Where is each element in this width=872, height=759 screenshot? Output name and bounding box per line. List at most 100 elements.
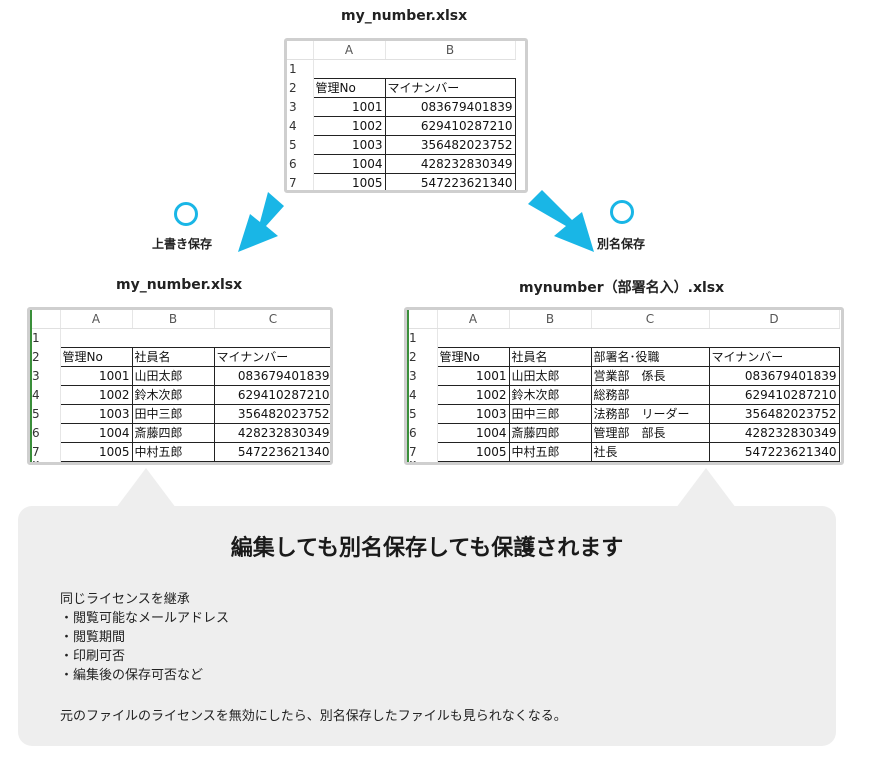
sheet-cell[interactable]: 中村五郎 [508,441,592,462]
header-cell[interactable]: 社員名 [131,346,215,367]
sheet-cell[interactable]: 083679401839 [708,365,840,386]
row-header[interactable]: 3 [407,366,438,385]
row-header[interactable]: 5 [407,404,438,423]
sheet-cell[interactable]: 1001 [312,96,386,117]
sheet-cell[interactable]: 1003 [436,403,510,424]
row-header[interactable]: 3 [30,366,61,385]
sheet-cell[interactable]: 佐藤六郎 [131,460,215,462]
sheet-cell[interactable]: 1006 [313,192,385,193]
sheet-cell[interactable]: 428232830349 [384,153,516,174]
sheet-cell[interactable]: 田中三郎 [508,403,592,424]
sheet-cell[interactable] [591,329,709,348]
row-header[interactable]: 1 [287,59,314,78]
sheet-cell[interactable]: 356482023752 [384,134,516,155]
header-cell[interactable]: 管理No [59,346,133,367]
sheet-cell[interactable]: 637096093187 [213,460,330,462]
column-header[interactable]: C [591,310,710,329]
header-cell[interactable]: マイナンバー [213,346,330,367]
sheet-cell[interactable]: 428232830349 [708,422,840,443]
sheet-cell[interactable]: 1004 [312,153,386,174]
sheet-cell[interactable]: 1003 [59,403,133,424]
sheet-cell[interactable]: 山田太郎 [508,365,592,386]
row-header[interactable]: 6 [287,154,314,173]
header-cell[interactable]: 部署名･役職 [590,346,710,367]
row-header[interactable]: 5 [287,135,314,154]
row-header[interactable]: 4 [30,385,61,404]
sheet-cell[interactable]: 547223621340 [708,441,840,462]
column-header[interactable]: D [709,310,840,329]
sheet-cell[interactable]: 1004 [59,422,133,443]
header-cell[interactable]: 管理No [312,77,386,98]
sheet-cell[interactable]: 356482023752 [708,403,840,424]
column-header[interactable]: C [214,310,330,329]
sheet-cell[interactable]: 経理部 [590,460,710,462]
row-header[interactable]: 5 [30,404,61,423]
sheet-cell[interactable]: 428232830349 [213,422,330,443]
sheet-cell[interactable]: 1005 [59,441,133,462]
column-header[interactable]: A [437,310,510,329]
column-header[interactable]: B [509,310,592,329]
row-header[interactable]: 3 [287,97,314,116]
sheet-cell[interactable]: 547223621340 [213,441,330,462]
sheet-cell[interactable]: 社長 [590,441,710,462]
row-header[interactable]: 7 [287,173,314,190]
sheet-cell[interactable]: 1002 [312,115,386,136]
row-header[interactable]: 1 [407,328,438,347]
sheet-cell[interactable]: 斎藤四郎 [131,422,215,443]
sheet-cell[interactable]: 1005 [312,172,386,190]
row-header[interactable]: 2 [407,347,438,366]
sheet-cell[interactable] [385,60,515,79]
sheet-cell[interactable]: 法務部 リーダー [590,403,710,424]
column-header[interactable]: A [313,41,386,60]
sheet-cell[interactable]: 1003 [312,134,386,155]
row-header[interactable]: 2 [30,347,61,366]
sheet-cell[interactable]: 田中三郎 [131,403,215,424]
column-header[interactable]: B [385,41,516,60]
row-header[interactable]: 4 [287,116,314,135]
sheet-cell[interactable] [60,329,132,348]
sheet-cell[interactable]: 629410287210 [708,384,840,405]
row-header[interactable]: 1 [30,328,61,347]
sheet-cell[interactable]: 637096093187 [708,460,840,462]
row-header[interactable]: 2 [287,78,314,97]
row-header[interactable]: 7 [30,442,61,461]
sheet-cell[interactable] [437,329,509,348]
header-cell[interactable]: 管理No [436,346,510,367]
sheet-cell[interactable] [313,60,385,79]
sheet-cell[interactable]: 637096093187 [385,192,515,193]
sheet-cell[interactable]: 1002 [59,384,133,405]
sheet-cell[interactable] [509,329,591,348]
sheet-cell[interactable]: 鈴木次郎 [508,384,592,405]
sheet-cell[interactable]: 1001 [436,365,510,386]
column-header[interactable]: B [132,310,215,329]
column-header[interactable]: A [60,310,133,329]
sheet-cell[interactable]: 083679401839 [213,365,330,386]
sheet-cell[interactable]: 佐藤六郎 [508,460,592,462]
sheet-cell[interactable]: 斎藤四郎 [508,422,592,443]
sheet-cell[interactable] [214,329,330,348]
header-cell[interactable]: マイナンバー [708,346,840,367]
row-header[interactable]: 4 [407,385,438,404]
sheet-cell[interactable]: 中村五郎 [131,441,215,462]
sheet-cell[interactable] [709,329,839,348]
sheet-cell[interactable]: 629410287210 [384,115,516,136]
row-header[interactable]: 6 [407,423,438,442]
sheet-cell[interactable]: 営業部 係長 [590,365,710,386]
sheet-cell[interactable]: 1005 [436,441,510,462]
sheet-cell[interactable]: 1004 [436,422,510,443]
header-cell[interactable]: マイナンバー [384,77,516,98]
sheet-cell[interactable]: 629410287210 [213,384,330,405]
sheet-cell[interactable]: 総務部 [590,384,710,405]
sheet-cell[interactable]: 1002 [436,384,510,405]
row-header[interactable]: 7 [407,442,438,461]
sheet-cell[interactable] [132,329,214,348]
sheet-cell[interactable]: 山田太郎 [131,365,215,386]
row-header[interactable]: 6 [30,423,61,442]
sheet-cell[interactable]: 鈴木次郎 [131,384,215,405]
sheet-cell[interactable]: 547223621340 [384,172,516,190]
sheet-cell[interactable]: 083679401839 [384,96,516,117]
sheet-cell[interactable]: 管理部 部長 [590,422,710,443]
header-cell[interactable]: 社員名 [508,346,592,367]
sheet-cell[interactable]: 1006 [59,460,133,462]
sheet-cell[interactable]: 1001 [59,365,133,386]
